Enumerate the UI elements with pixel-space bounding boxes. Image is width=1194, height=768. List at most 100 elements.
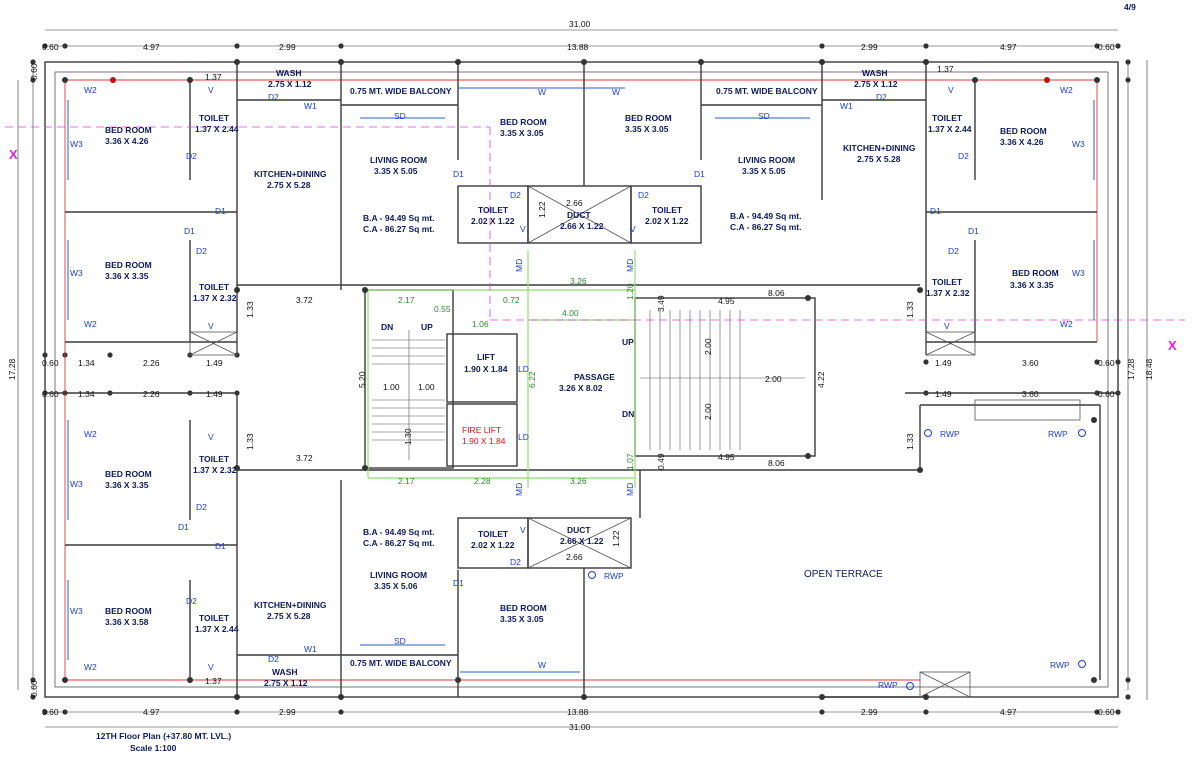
- rwp-1: RWP: [940, 429, 960, 439]
- stair-dn-left: DN: [381, 322, 393, 332]
- dim-bot-1388: 13.88: [567, 707, 589, 717]
- dim-133-rtop: 1.33: [905, 301, 915, 318]
- living-lb-size: 3.35 X 5.06: [374, 581, 418, 591]
- dim-326-bot: 3.26: [570, 476, 587, 486]
- tag-w2-2: W2: [1060, 85, 1073, 95]
- wash-lb-size: 2.75 X 1.12: [264, 678, 308, 688]
- toilet-rt2-size: 1.37 X 2.32: [926, 288, 970, 298]
- dim-left-top-050: 0.60: [29, 63, 39, 80]
- walls-left-top: [65, 60, 702, 356]
- dim-top-1388: 13.88: [567, 42, 589, 52]
- bedroom-ct2-label: BED ROOM: [625, 113, 672, 123]
- toilet-cb-label: TOILET: [478, 529, 509, 539]
- dim-137-rt: 1.37: [937, 64, 954, 74]
- tag-w1-2: W1: [840, 101, 853, 111]
- dimension-ticks: [30, 43, 1131, 715]
- dim-422: 4.22: [816, 371, 826, 388]
- dim-mid-060-c: 0.60: [1098, 358, 1115, 368]
- toilet-rt1-label: TOILET: [932, 113, 963, 123]
- duct-bot-size: 2.66 X 1.22: [560, 536, 604, 546]
- dim-mid-226-b: 2.26: [143, 389, 160, 399]
- dim-bot-497-right: 4.97: [1000, 707, 1017, 717]
- dim-520: 5.20: [357, 371, 367, 388]
- dim-622: 6.22: [527, 371, 537, 388]
- kitchen-lt-size: 2.75 X 5.28: [267, 180, 311, 190]
- sheet-number: 4/9: [1124, 2, 1136, 12]
- tag-d1-8: D1: [215, 541, 226, 551]
- tag-d1-3: D1: [453, 169, 464, 179]
- dim-349: 3.49: [656, 295, 666, 312]
- tag-d1-2: D1: [215, 206, 226, 216]
- balcony-lt: 0.75 MT. WIDE BALCONY: [350, 86, 452, 96]
- bedroom-lt1-label: BED ROOM: [105, 125, 152, 135]
- dim-bot-left-edge: 0.60: [42, 707, 59, 717]
- tag-d1-6: D1: [968, 226, 979, 236]
- tag-d2-2: D2: [268, 92, 279, 102]
- bedroom-lb1-label: BED ROOM: [105, 469, 152, 479]
- bedroom-lb2-size: 3.36 X 3.58: [105, 617, 149, 627]
- tag-w3-2: W3: [1072, 139, 1085, 149]
- bedroom-ct2-size: 3.35 X 3.05: [625, 124, 669, 134]
- stair-dn-right: DN: [622, 409, 634, 419]
- tag-sd-3: SD: [394, 636, 406, 646]
- dim-137-lb: 1.37: [205, 676, 222, 686]
- tag-v-1: V: [208, 85, 214, 95]
- tag-sd-2: SD: [758, 111, 770, 121]
- dim-326-top: 3.26: [570, 276, 587, 286]
- toilet-lb2-size: 1.37 X 2.44: [195, 624, 239, 634]
- dim-133-rbot: 1.33: [905, 433, 915, 450]
- dim-122-top: 1.22: [537, 201, 547, 218]
- dim-left-1728: 17.28: [7, 358, 17, 380]
- toilet-lb2-label: TOILET: [199, 613, 230, 623]
- tag-v-4: V: [948, 85, 954, 95]
- wash-rt-label: WASH: [862, 68, 888, 78]
- dim-217-top: 2.17: [398, 295, 415, 305]
- dimension-lines: [17, 29, 1148, 728]
- toilet-lb1-size: 1.37 X 2.32: [193, 465, 237, 475]
- dim-055: 0.55: [434, 304, 451, 314]
- bedroom-rt1-label: BED ROOM: [1000, 126, 1047, 136]
- tag-d1-4: D1: [694, 169, 705, 179]
- tag-v-8: V: [208, 662, 214, 672]
- passage-size: 3.26 X 8.02: [559, 383, 603, 393]
- toilet-ct2-size: 2.02 X 1.22: [645, 216, 689, 226]
- dim-266-top: 2.66: [566, 198, 583, 208]
- dim-mid-060-b: 0.60: [42, 389, 59, 399]
- dim-mid-060-a: 0.60: [42, 358, 59, 368]
- dim-mid-149-d: 1.49: [935, 389, 952, 399]
- md-tag-1: MD: [514, 259, 524, 272]
- windows: [67, 87, 1095, 673]
- tag-v-5: V: [944, 321, 950, 331]
- toilet-ct2-label: TOILET: [652, 205, 683, 215]
- tag-d1-1: D1: [184, 226, 195, 236]
- dim-372-bot: 3.72: [296, 453, 313, 463]
- toilet-rt2-label: TOILET: [932, 277, 963, 287]
- bedroom-cb-label: BED ROOM: [500, 603, 547, 613]
- tag-v-7: V: [208, 432, 214, 442]
- dim-217-bot: 2.17: [398, 476, 415, 486]
- tag-d1-9: D1: [453, 578, 464, 588]
- rwp-3: RWP: [604, 571, 624, 581]
- bedroom-rt2-label: BED ROOM: [1012, 268, 1059, 278]
- tag-d2-7: D2: [948, 246, 959, 256]
- balcony-rt: 0.75 MT. WIDE BALCONY: [716, 86, 818, 96]
- dim-100-a: 1.00: [383, 382, 400, 392]
- living-lt-label: LIVING ROOM: [370, 155, 427, 165]
- living-lt-size: 3.35 X 5.05: [374, 166, 418, 176]
- plan-title: 12TH Floor Plan (+37.80 MT. LVL.): [96, 731, 231, 741]
- toilet-cb-size: 2.02 X 1.22: [471, 540, 515, 550]
- duct-bot-label: DUCT: [567, 525, 591, 535]
- dim-106: 1.06: [472, 319, 489, 329]
- dim-400: 4.00: [562, 308, 579, 318]
- bedroom-lt2-size: 3.36 X 3.35: [105, 271, 149, 281]
- bedroom-lb2-label: BED ROOM: [105, 606, 152, 616]
- md-tag-4: MD: [625, 483, 635, 496]
- rwp-markers: [588, 429, 1086, 690]
- tag-d2-9: D2: [196, 502, 207, 512]
- dim-137-lt: 1.37: [205, 72, 222, 82]
- tag-v-3: V: [630, 224, 636, 234]
- section-x-left: X: [9, 147, 18, 162]
- kitchen-rt-size: 2.75 X 5.28: [857, 154, 901, 164]
- ba-rt: B.A - 94.49 Sq mt.: [730, 211, 801, 221]
- tag-w2-3: W2: [1060, 319, 1073, 329]
